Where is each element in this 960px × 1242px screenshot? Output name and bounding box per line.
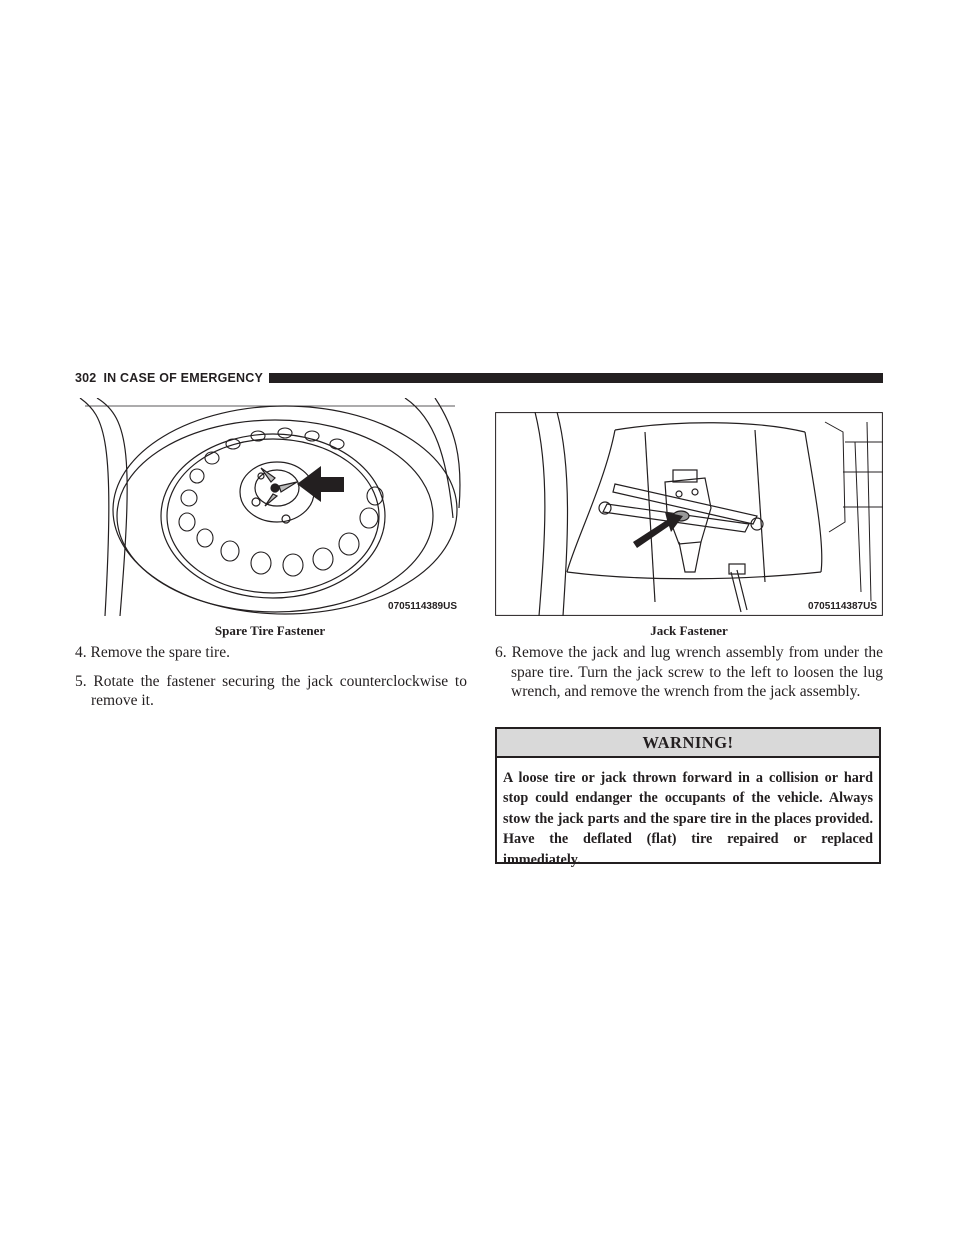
- step-item: 6. Remove the jack and lug wrench assemb…: [495, 644, 883, 700]
- page-number: 302: [75, 371, 97, 385]
- header-rule: [269, 373, 883, 383]
- step-item: 4. Remove the spare tire.: [75, 644, 230, 661]
- step-item: 5. Rotate the fastener securing the jack…: [75, 672, 467, 710]
- jack-fastener-illustration: 0705114387US: [495, 412, 883, 616]
- left-column: 4. Remove the spare tire. 5. Rotate the …: [75, 643, 467, 720]
- figure-code: 0705114387US: [806, 601, 879, 612]
- figure-caption: Spare Tire Fastener: [214, 623, 326, 638]
- warning-text: A loose tire or jack thrown forward in a…: [503, 770, 873, 868]
- warning-title: WARNING!: [497, 729, 879, 758]
- section-title: IN CASE OF EMERGENCY: [103, 371, 264, 385]
- page-header: 302 IN CASE OF EMERGENCY: [75, 369, 883, 387]
- warning-box: WARNING! A loose tire or jack thrown for…: [495, 727, 881, 868]
- spare-tire-fastener-illustration: 0705114389US: [75, 398, 465, 616]
- right-column: 6. Remove the jack and lug wrench assemb…: [495, 643, 883, 711]
- figure-code: 0705114389US: [386, 601, 459, 612]
- figure-caption: Jack Fastener: [650, 623, 728, 638]
